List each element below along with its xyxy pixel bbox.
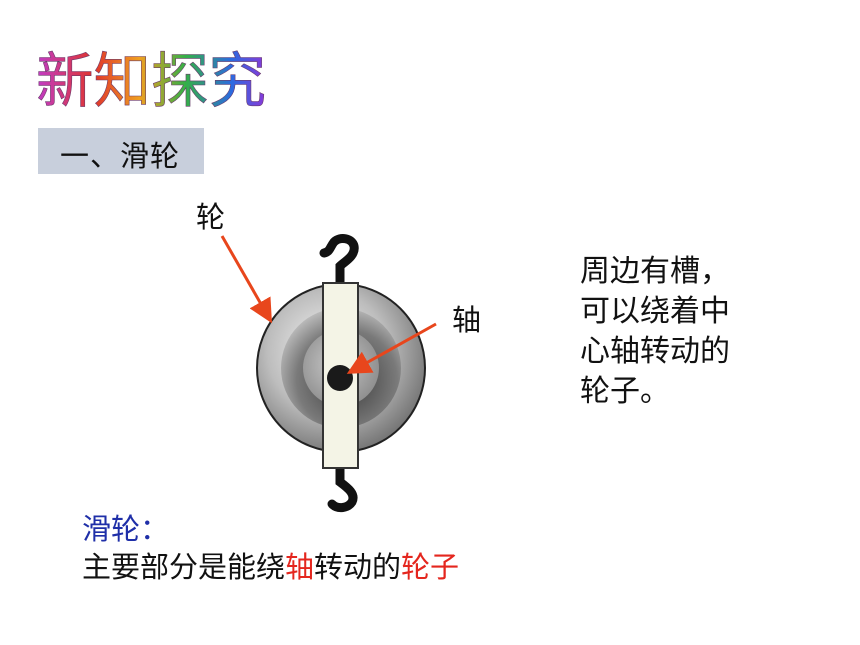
definition-part: 转动的 — [314, 550, 402, 584]
section-heading: 一、滑轮 — [60, 139, 181, 173]
axle — [327, 365, 353, 391]
axle-arrow — [346, 322, 437, 374]
page-title-text: 新知探究 — [36, 47, 266, 117]
page-title: 新知探究 — [36, 47, 267, 118]
top-hook — [319, 234, 359, 289]
definition-highlight-wheel: 轮子 — [401, 550, 460, 584]
definition-highlight-axle: 轴 — [285, 550, 315, 584]
description-line: 可以绕着中 — [580, 294, 730, 329]
wheel-label: 轮 — [196, 200, 226, 234]
section-heading-box: 一、滑轮 — [38, 128, 204, 174]
definition-heading: 滑轮： — [82, 512, 170, 546]
description-line: 心轴转动的 — [580, 334, 730, 369]
definition-text: 主要部分是能绕轴转动的轮子 — [82, 544, 459, 586]
pulley-description: 周边有槽， 可以绕着中 心轴转动的 轮子。 — [580, 252, 780, 412]
axle-label: 轴 — [452, 303, 482, 337]
bottom-hook — [327, 461, 358, 513]
description-line: 轮子。 — [580, 374, 670, 409]
definition-part: 主要部分是能绕 — [82, 550, 286, 584]
wheel-arrow — [220, 235, 272, 324]
description-line: 周边有槽， — [580, 254, 730, 289]
